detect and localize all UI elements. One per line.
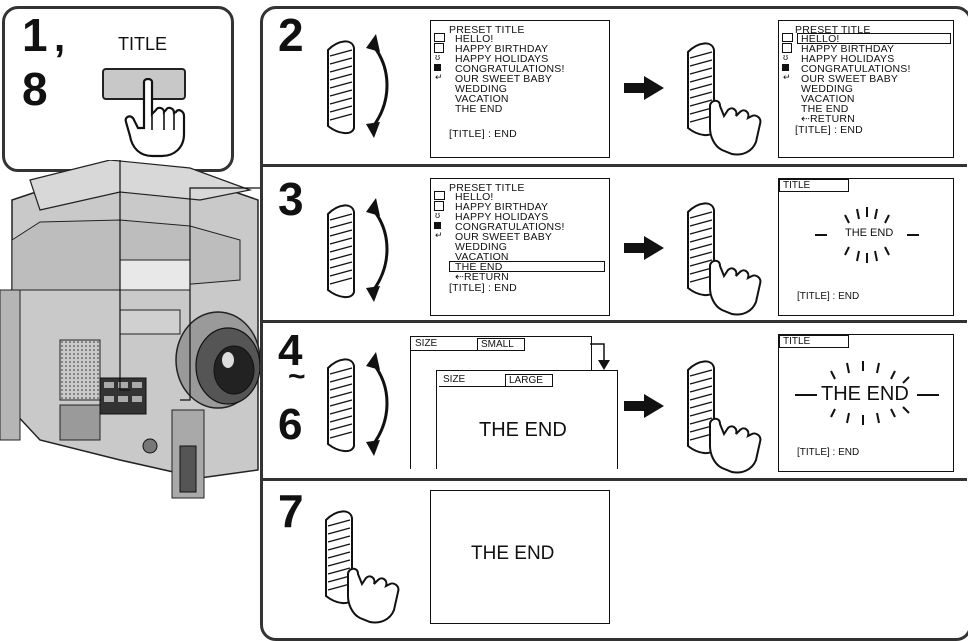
folder-icon — [782, 33, 793, 42]
holiday-icon: ʊ — [435, 210, 441, 220]
large-title-text: THE END — [479, 419, 567, 441]
step-number-3: 3 — [278, 173, 304, 225]
step-number-1: 1 — [22, 9, 48, 61]
menu-screen-step2: PRESET TITLE HELLO! HAPPY BIRTHDAY ʊ HAP… — [430, 20, 610, 158]
size-large-screen: SIZE LARGE THE END — [436, 370, 618, 469]
selection-highlight — [797, 33, 951, 44]
control-dial-rotate-icon — [327, 198, 389, 302]
preview-footer: [TITLE] : END — [797, 291, 860, 302]
next-arrow-icon — [624, 76, 664, 100]
step-tilde: ~ — [288, 360, 306, 393]
step-number-6: 6 — [278, 400, 303, 449]
holiday-icon: ʊ — [783, 52, 789, 62]
flashing-rays-icon — [815, 207, 919, 263]
menu-screen-step2-selected: PRESET TITLE HELLO! HAPPY BIRTHDAY ʊ HAP… — [778, 20, 954, 158]
step-number-2: 2 — [278, 9, 304, 61]
step-comma: , — [54, 16, 66, 60]
gift-icon — [782, 43, 792, 53]
pressing-hand-icon — [124, 78, 186, 158]
step-number-7: 7 — [278, 485, 304, 537]
title-button-label: TITLE — [118, 34, 168, 54]
leader-lines — [119, 160, 264, 401]
control-dial-rotate-icon — [327, 34, 389, 138]
gift-icon — [434, 43, 444, 53]
folder-icon — [434, 191, 445, 200]
step-number-8: 8 — [22, 63, 48, 115]
size-large-tag: LARGE — [505, 374, 553, 387]
size-change-arrow-icon — [590, 343, 610, 370]
final-title-screen: THE END — [430, 490, 610, 624]
holiday-icon: ʊ — [435, 52, 441, 62]
next-arrow-icon — [624, 394, 664, 418]
control-dial-press-icon — [687, 202, 762, 316]
title-tag: TITLE — [779, 335, 849, 348]
step-number-4: 4 — [278, 326, 303, 375]
size-label: SIZE — [415, 338, 438, 349]
control-dial-press-icon — [325, 510, 400, 624]
camera-icon — [434, 222, 441, 229]
size-small-tag: SMALL — [477, 338, 525, 351]
title-preview-step3: TITLE THE END [TITLE] : END — [778, 178, 954, 316]
menu-screen-step3: PRESET TITLE HELLO! HAPPY BIRTHDAY ʊ HAP… — [430, 178, 610, 316]
next-arrow-icon — [624, 236, 664, 260]
preview-title-text: THE END — [821, 383, 909, 405]
size-label: SIZE — [443, 374, 466, 385]
final-title-text: THE END — [471, 543, 555, 564]
divider-4-7 — [262, 478, 967, 481]
preview-footer: [TITLE] : END — [797, 447, 860, 458]
camera-icon — [434, 64, 441, 71]
return-icon: ↵ — [435, 72, 443, 82]
flashing-rays-icon — [795, 361, 939, 425]
camcorder-illustration — [0, 160, 261, 499]
folder-icon — [434, 33, 445, 42]
title-preview-step4: TITLE THE END [TITLE] : END — [778, 334, 954, 472]
control-dial-press-icon — [687, 360, 762, 474]
control-dial-rotate-icon — [327, 352, 389, 456]
return-icon: ↵ — [435, 230, 443, 240]
control-dial-press-icon — [687, 42, 762, 156]
selection-highlight — [449, 261, 605, 272]
preview-title-text: THE END — [845, 227, 894, 239]
gift-icon — [434, 201, 444, 211]
return-icon: ↵ — [783, 72, 791, 82]
camera-icon — [782, 64, 789, 71]
title-tag: TITLE — [779, 179, 849, 192]
divider-3-4 — [262, 320, 967, 323]
divider-2-3 — [262, 164, 967, 167]
